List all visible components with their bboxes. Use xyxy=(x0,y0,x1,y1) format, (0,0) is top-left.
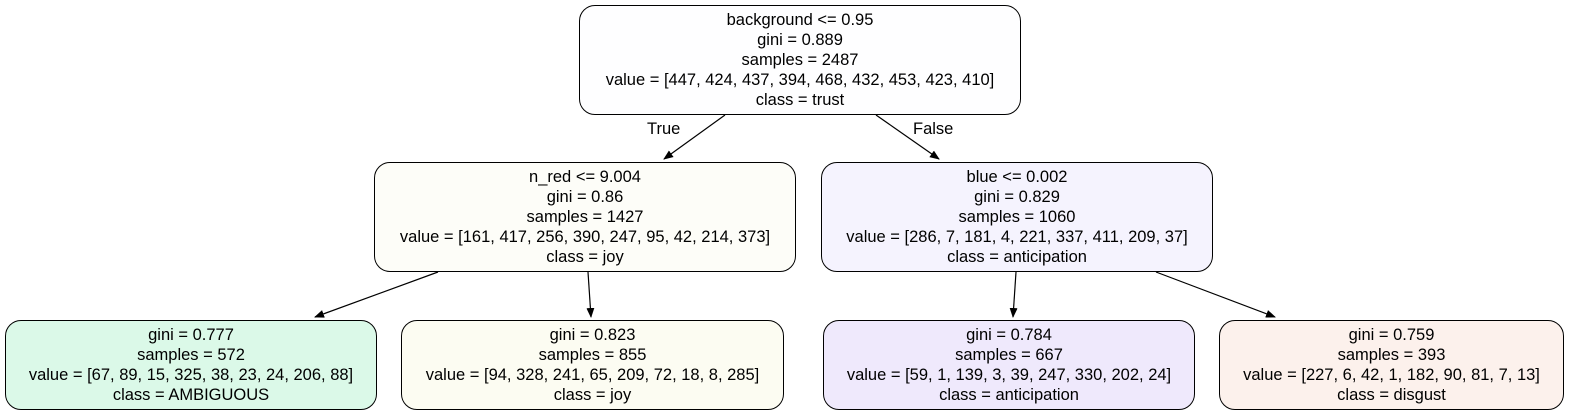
edge-right-to-right-right xyxy=(1155,271,1276,318)
edge-label-true: True xyxy=(647,120,681,138)
node-root-gini: gini = 0.889 xyxy=(757,31,843,49)
node-right-left-gini: gini = 0.784 xyxy=(966,326,1052,344)
node-right-left-value: value = [59, 1, 139, 3, 39, 247, 330, 20… xyxy=(846,366,1172,384)
node-right-right-gini: gini = 0.759 xyxy=(1348,326,1435,344)
node-left-right-samples: samples = 855 xyxy=(538,346,647,364)
node-root-samples: samples = 2487 xyxy=(741,51,859,69)
node-root: background <= 0.95 gini = 0.889 samples … xyxy=(579,5,1021,115)
node-right-right-value: value = [227, 6, 42, 1, 182, 90, 81, 7, … xyxy=(1243,366,1540,384)
node-root-split: background <= 0.95 xyxy=(726,11,874,29)
node-right-split: blue <= 0.002 xyxy=(966,168,1068,186)
node-left-left-samples: samples = 572 xyxy=(137,346,245,364)
node-right-right-class: class = disgust xyxy=(1337,386,1446,404)
edge-left-to-left-right xyxy=(586,271,595,318)
node-left-left: gini = 0.777 samples = 572 value = [67, … xyxy=(5,320,377,410)
node-left-left-gini: gini = 0.777 xyxy=(148,326,234,344)
node-left-left-class: class = AMBIGUOUS xyxy=(112,386,270,404)
node-left-class: class = joy xyxy=(546,248,624,266)
node-right-right-samples: samples = 393 xyxy=(1337,346,1446,364)
node-right-left-samples: samples = 667 xyxy=(955,346,1063,364)
node-left-right-gini: gini = 0.823 xyxy=(549,326,636,344)
node-left-split: n_red <= 9.004 xyxy=(529,168,641,186)
node-right-gini: gini = 0.829 xyxy=(974,188,1060,206)
node-left-value: value = [161, 417, 256, 390, 247, 95, 42… xyxy=(399,228,771,246)
node-right-right: gini = 0.759 samples = 393 value = [227,… xyxy=(1219,320,1564,410)
edge-root-to-left xyxy=(663,114,726,160)
node-left-right-value: value = [94, 328, 241, 65, 209, 72, 18, … xyxy=(425,366,760,384)
edge-right-to-right-left xyxy=(1009,271,1018,318)
node-root-class: class = trust xyxy=(755,91,845,109)
node-left-right: gini = 0.823 samples = 855 value = [94, … xyxy=(401,320,784,410)
node-left: n_red <= 9.004 gini = 0.86 samples = 142… xyxy=(374,162,796,272)
node-right-class: class = anticipation xyxy=(947,248,1087,266)
node-right: blue <= 0.002 gini = 0.829 samples = 106… xyxy=(821,162,1213,272)
node-right-samples: samples = 1060 xyxy=(958,208,1076,226)
node-right-left: gini = 0.784 samples = 667 value = [59, … xyxy=(823,320,1195,410)
edge-label-false: False xyxy=(913,120,954,138)
edge-root-to-right xyxy=(875,114,940,160)
node-left-samples: samples = 1427 xyxy=(526,208,644,226)
node-left-left-value: value = [67, 89, 15, 325, 38, 23, 24, 20… xyxy=(28,366,354,384)
node-left-right-class: class = joy xyxy=(553,386,632,404)
node-right-value: value = [286, 7, 181, 4, 221, 337, 411, … xyxy=(846,228,1188,246)
node-left-gini: gini = 0.86 xyxy=(546,188,624,206)
node-root-value: value = [447, 424, 437, 394, 468, 432, 4… xyxy=(605,71,995,89)
edge-left-to-left-left xyxy=(314,271,439,318)
node-right-left-class: class = anticipation xyxy=(939,386,1079,404)
